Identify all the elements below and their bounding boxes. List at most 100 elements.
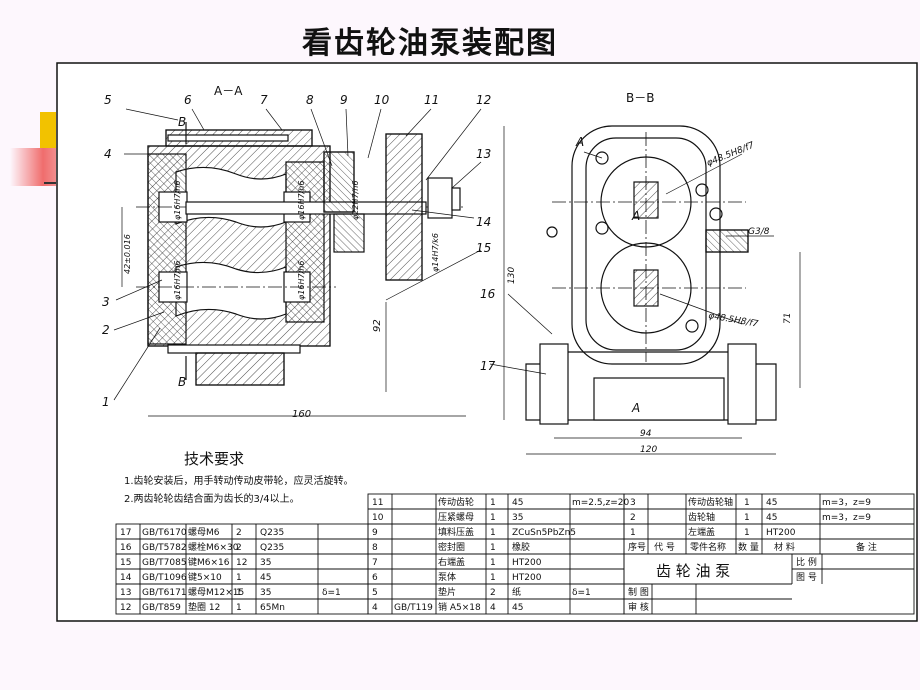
decor-line xyxy=(44,182,60,184)
bom-cell: δ=1 xyxy=(322,588,341,598)
bom-cell: 5 xyxy=(372,588,378,598)
bom-cell: 数 量 xyxy=(738,541,759,553)
bom-cell: 传动齿轮轴 xyxy=(688,496,733,508)
decor-yellow-bar xyxy=(40,112,56,150)
bom-cell: 35 xyxy=(260,588,271,598)
bom-cell: 螺母M6 xyxy=(188,527,220,538)
callout-12: 12 xyxy=(476,93,491,107)
section-mark-a-top: A xyxy=(575,135,584,149)
section-mark-a-bottom: A xyxy=(631,401,640,415)
section-mark-a-center: A xyxy=(631,209,640,223)
bom-cell: 9 xyxy=(372,528,378,538)
callout-10: 10 xyxy=(374,93,390,107)
bom-cell: 12 xyxy=(236,558,247,568)
bom-cell: GB/T119 xyxy=(394,603,433,613)
bom-cell: 1 xyxy=(744,528,750,538)
bom-cell: 65Mn xyxy=(260,603,285,613)
parts-list xyxy=(115,493,915,615)
bom-cell: 1 xyxy=(236,588,242,598)
callout-9: 9 xyxy=(340,93,348,107)
bom-cell: 1 xyxy=(744,498,750,508)
bom-cell: 1 xyxy=(630,528,636,538)
bom-cell: 2 xyxy=(236,543,242,553)
bom-cell: 1 xyxy=(490,498,496,508)
bom-cell: 45 xyxy=(766,498,777,508)
bom-cell: 垫圈 12 xyxy=(188,601,220,613)
bom-cell: GB/T7085 xyxy=(142,558,187,568)
bom-cell: ZCuSn5PbZn5 xyxy=(512,528,576,538)
dim-94: 94 xyxy=(640,429,652,439)
fit-1: φ16H7/h6 xyxy=(173,181,182,220)
bom-cell: GB/T6170 xyxy=(142,528,187,538)
bom-cell: 键M6×16 xyxy=(188,556,230,568)
bom-cell: 16 xyxy=(120,543,132,553)
dim-160: 160 xyxy=(292,409,311,420)
bom-cell: 1 xyxy=(490,543,496,553)
bom-cell: GB/T1096 xyxy=(142,573,187,583)
tech-heading: 技术要求 xyxy=(184,450,244,468)
bom-cell: 45 xyxy=(512,603,523,613)
tech-line-1: 1.齿轮安装后，用手转动传动皮带轮，应灵活旋转。 xyxy=(124,474,354,487)
bore-fit-2: φ48.5H8/f7 xyxy=(707,311,759,330)
bom-cell: 代 号 xyxy=(654,542,675,553)
fit-2: φ16H7/h6 xyxy=(173,261,182,300)
bom-cell: 35 xyxy=(512,513,523,523)
scale-label: 比 例 xyxy=(796,556,817,568)
callout-7: 7 xyxy=(260,93,268,107)
bom-cell: 45 xyxy=(512,498,523,508)
bom-cell: 备 注 xyxy=(856,541,877,553)
fit-5: φ22H7/h6 xyxy=(351,181,360,220)
dim-92: 92 xyxy=(372,319,383,332)
drafter-label: 制 图 xyxy=(628,586,649,598)
bom-cell: 4 xyxy=(490,603,496,613)
callout-1: 1 xyxy=(102,395,110,409)
drawing-no-label: 图 号 xyxy=(796,572,817,583)
callout-3: 3 xyxy=(102,295,110,309)
bom-cell: 纸 xyxy=(512,586,521,598)
bom-cell: 2 xyxy=(490,588,496,598)
bom-cell: 1 xyxy=(490,573,496,583)
bom-cell: 螺母M12×15 xyxy=(188,587,244,598)
bom-cell: GB/T6171 xyxy=(142,588,187,598)
bom-cell: 螺栓M6×30 xyxy=(188,541,239,553)
bom-cell: 35 xyxy=(260,558,271,568)
bom-cell: 1 xyxy=(236,603,242,613)
bom-cell: 2 xyxy=(236,528,242,538)
dim-120: 120 xyxy=(640,445,657,455)
tech-line-2: 2.两齿轮轮齿结合面为齿长的3/4以上。 xyxy=(124,492,300,505)
bom-cell: 3 xyxy=(630,498,636,508)
bom-cell: 键5×10 xyxy=(188,571,222,583)
bom-cell: 12 xyxy=(120,603,131,613)
dim-42: 42±0.016 xyxy=(123,234,132,274)
bom-cell: 2 xyxy=(630,513,636,523)
bom-cell: 密封圈 xyxy=(438,541,465,553)
bom-cell: 13 xyxy=(120,588,131,598)
callout-17: 17 xyxy=(480,359,496,373)
page-title: 看齿轮油泵装配图 xyxy=(302,26,558,61)
bore-fit-1: φ48.5H8/f7 xyxy=(705,141,756,169)
bom-cell: HT200 xyxy=(766,528,796,538)
callout-13: 13 xyxy=(476,147,491,161)
bom-cell: 45 xyxy=(766,513,777,523)
bom-cell: 8 xyxy=(372,543,378,553)
section-view-aa: A－A xyxy=(113,84,482,417)
dim-130: 130 xyxy=(507,267,517,284)
bom-cell: 1 xyxy=(236,573,242,583)
bom-cell: 4 xyxy=(372,603,378,613)
callout-2: 2 xyxy=(102,323,110,337)
bom-cell: 7 xyxy=(372,558,378,568)
drawing-sheet: A－A xyxy=(56,62,918,622)
bom-cell: 1 xyxy=(490,513,496,523)
bom-cell: 压紧螺母 xyxy=(438,512,474,523)
bom-cell: HT200 xyxy=(512,558,542,568)
bom-cell: 6 xyxy=(372,573,378,583)
bom-cell: 右端盖 xyxy=(438,556,465,568)
callout-4: 4 xyxy=(104,147,112,161)
bom-cell: 1 xyxy=(490,558,496,568)
bom-cell: 垫片 xyxy=(438,586,456,598)
bom-cell: 销 A5×18 xyxy=(438,601,481,613)
view-label-aa: A－A xyxy=(214,84,243,98)
callout-5: 5 xyxy=(104,93,112,107)
section-view-bb: B－B xyxy=(489,91,801,455)
bom-cell: 10 xyxy=(372,513,384,523)
